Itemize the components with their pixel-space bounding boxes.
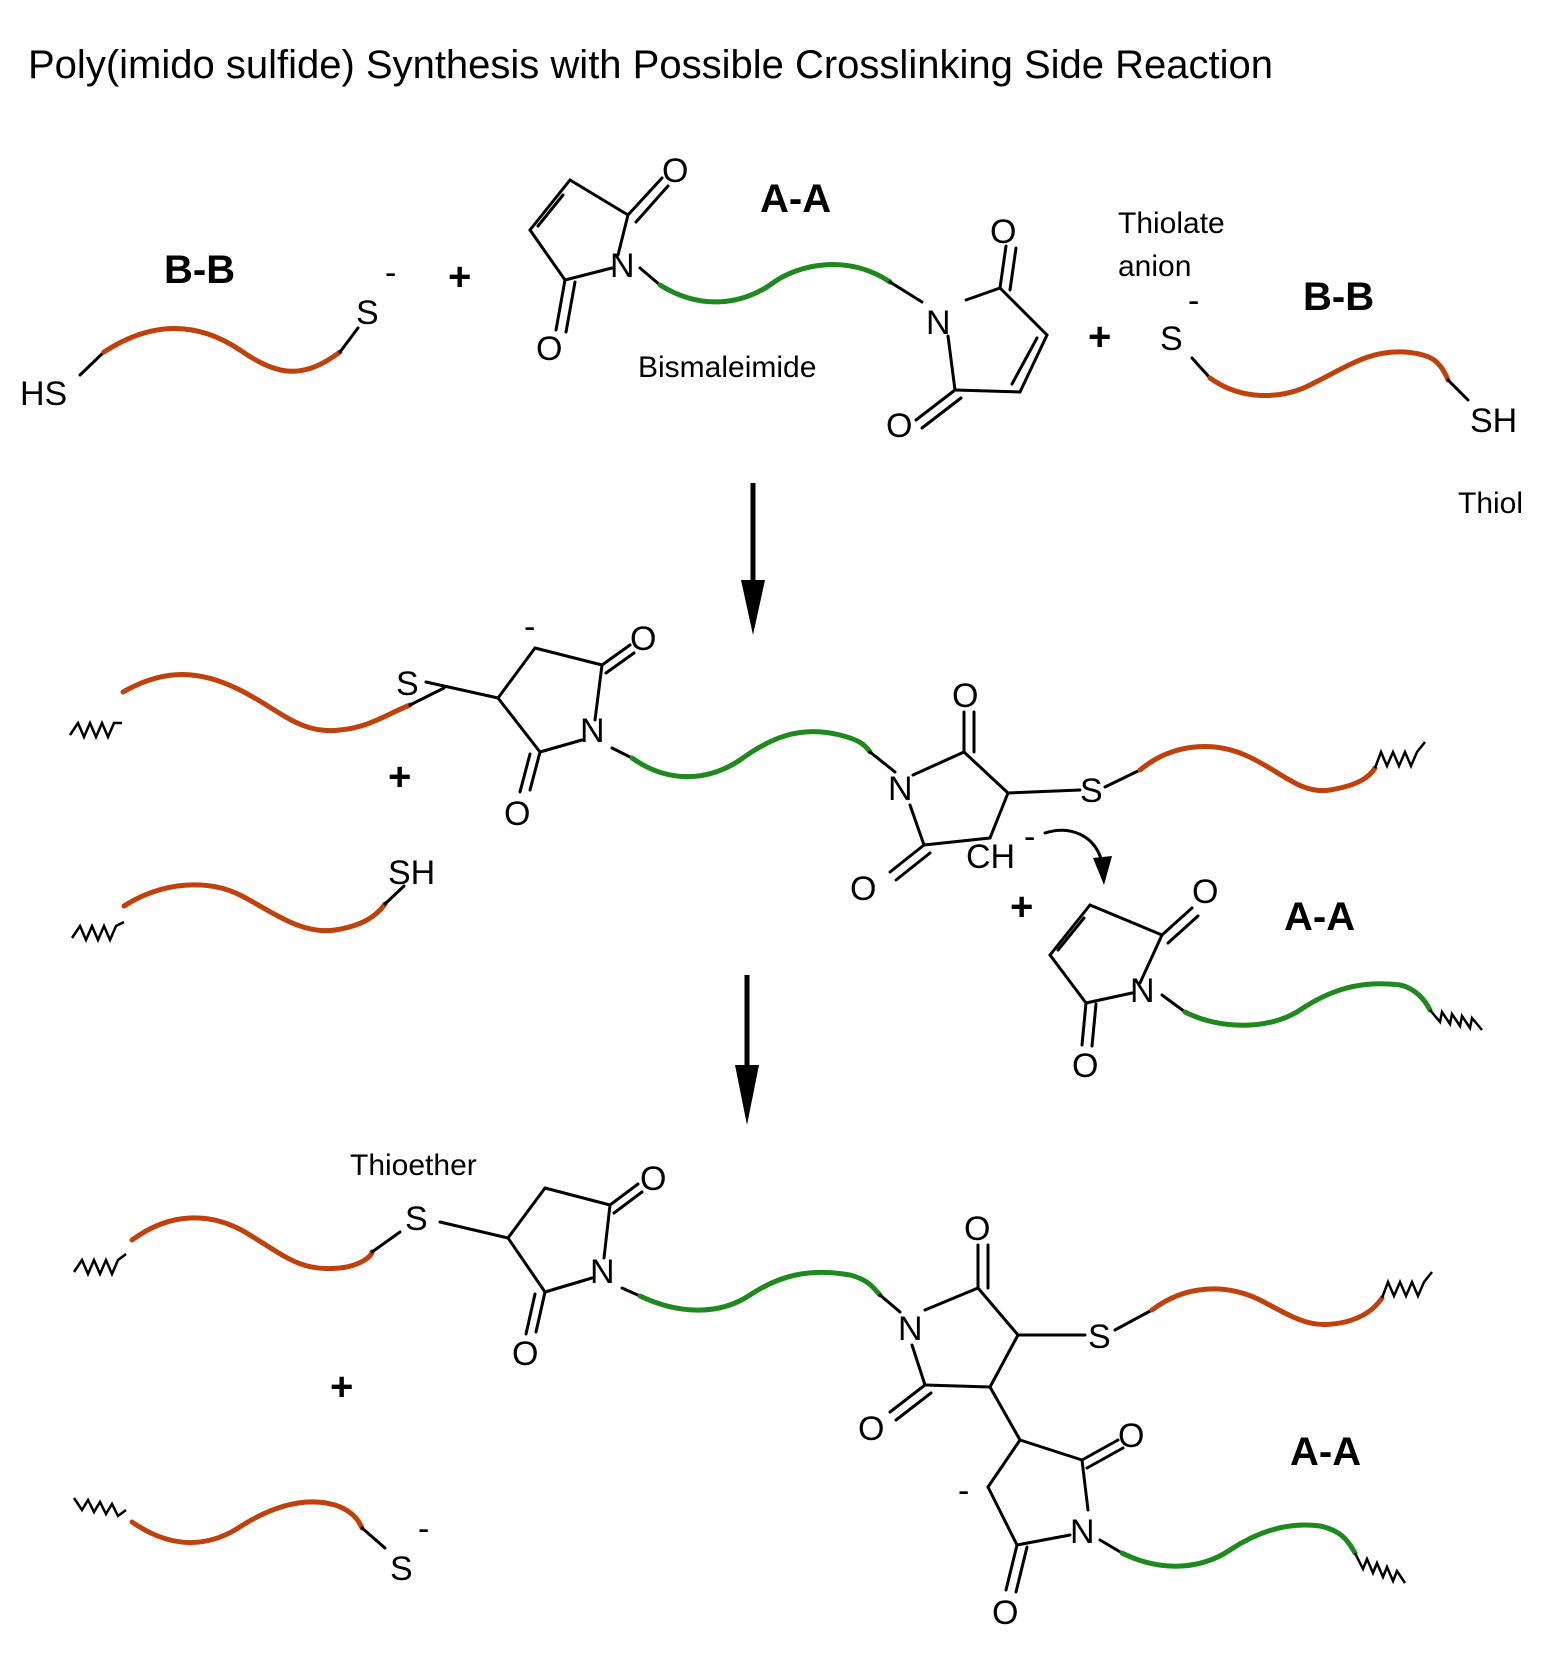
atom-o-12: O bbox=[512, 1335, 538, 1373]
atom-o-10: O bbox=[1072, 1047, 1098, 1085]
label-bb-right: B-B bbox=[1303, 275, 1374, 319]
wavy-end-2 bbox=[1373, 741, 1426, 770]
reaction-arrow-2 bbox=[735, 975, 759, 1125]
bb-chain-bot-2 bbox=[1149, 1286, 1385, 1328]
curved-attack-arrow bbox=[1043, 828, 1112, 885]
aa-chain-bot-1 bbox=[637, 1269, 883, 1313]
atom-o-16: O bbox=[992, 1594, 1018, 1632]
atom-n-4: N bbox=[888, 770, 913, 808]
charge-minus-right: - bbox=[1188, 282, 1199, 320]
wavy-end-3 bbox=[70, 920, 125, 944]
plus-4: + bbox=[1010, 885, 1033, 929]
succinimide-bot-1 bbox=[506, 1182, 644, 1336]
aa-chain-bot-2 bbox=[1119, 1522, 1358, 1569]
label-thiolate-2: anion bbox=[1118, 250, 1191, 283]
bb-chain-mid-1 bbox=[120, 672, 413, 734]
wavy-end-7 bbox=[1353, 1552, 1407, 1585]
atom-s-left: S bbox=[356, 294, 379, 332]
plus-2: + bbox=[1088, 315, 1111, 359]
atom-s-bot-1: S bbox=[405, 1200, 428, 1238]
atom-n-8: N bbox=[1070, 1513, 1095, 1551]
bb-chain-right bbox=[1207, 349, 1451, 398]
maleimide-mid bbox=[1048, 903, 1200, 1048]
atom-o-9: O bbox=[1192, 873, 1218, 911]
bond-chain-s bbox=[338, 326, 360, 354]
atom-s-bot-3: S bbox=[390, 1550, 413, 1588]
atom-o-7: O bbox=[952, 677, 978, 715]
bb-chain-mid-3 bbox=[121, 882, 388, 934]
atom-n-3: N bbox=[580, 712, 605, 750]
charge-minus-mid: - bbox=[524, 608, 535, 646]
wavy-end-4 bbox=[1429, 1008, 1483, 1032]
maleimide-left bbox=[528, 176, 670, 334]
atom-o-1: O bbox=[662, 152, 688, 190]
label-aa-top: A-A bbox=[760, 177, 831, 221]
bb-chain-bot-3 bbox=[129, 1499, 365, 1545]
succinimide-mid-2 bbox=[888, 710, 1082, 882]
atom-n-1: N bbox=[610, 247, 635, 285]
atom-o-2: O bbox=[536, 330, 562, 368]
label-aa-bottom: A-A bbox=[1290, 1430, 1361, 1474]
succinimide-bot-2 bbox=[888, 1243, 1087, 1442]
plus-5: + bbox=[330, 1365, 353, 1409]
bb-chain-bot-1 bbox=[129, 1215, 375, 1272]
atom-o-8: O bbox=[850, 870, 876, 908]
wavy-end-6 bbox=[1380, 1271, 1433, 1300]
atom-o-6: O bbox=[504, 795, 530, 833]
atom-s-bot-2: S bbox=[1088, 1318, 1111, 1356]
atom-o-14: O bbox=[858, 1410, 884, 1448]
label-thioether: Thioether bbox=[350, 1149, 477, 1182]
reaction-arrow-1 bbox=[741, 483, 765, 635]
succinimide-bot-3 bbox=[986, 1438, 1125, 1594]
label-thiolate-1: Thiolate bbox=[1118, 207, 1225, 240]
succinimide-mid-1 bbox=[496, 643, 636, 794]
charge-minus-bot-2: - bbox=[418, 1510, 429, 1548]
atom-s-mid-2: S bbox=[1080, 772, 1103, 810]
plus-3: + bbox=[388, 755, 411, 799]
atom-o-15: O bbox=[1118, 1417, 1144, 1455]
maleimide-right bbox=[914, 244, 1049, 430]
bond-hs-chain bbox=[78, 350, 106, 377]
plus-1: + bbox=[448, 255, 471, 299]
atom-o-11: O bbox=[640, 1160, 666, 1198]
label-thiol: Thiol bbox=[1458, 487, 1523, 520]
charge-minus-bot: - bbox=[958, 1472, 969, 1510]
atom-sh-mid: SH bbox=[388, 854, 435, 892]
bb-chain-left bbox=[101, 326, 343, 374]
label-bb-left: B-B bbox=[164, 248, 235, 292]
bb-chain-mid-2 bbox=[1137, 744, 1378, 794]
aa-chain-mid-1 bbox=[629, 729, 873, 780]
wavy-end-1 bbox=[68, 719, 122, 741]
atom-ch: CH bbox=[966, 838, 1015, 876]
atom-o-13: O bbox=[964, 1210, 990, 1248]
charge-minus-ch: - bbox=[1024, 818, 1035, 856]
atom-o-4: O bbox=[886, 407, 912, 445]
wavy-end-8 bbox=[72, 1497, 127, 1518]
atom-o-3: O bbox=[990, 213, 1016, 251]
charge-minus-left: - bbox=[385, 254, 396, 292]
aa-chain-top bbox=[657, 262, 893, 305]
label-aa-mid: A-A bbox=[1284, 895, 1355, 939]
atom-s-mid-1: S bbox=[396, 665, 419, 703]
atom-sh-right: SH bbox=[1470, 402, 1517, 440]
atom-n-2: N bbox=[926, 304, 951, 342]
atom-hs: HS bbox=[20, 375, 67, 413]
atom-n-5: N bbox=[1130, 972, 1155, 1010]
atom-s-right: S bbox=[1160, 320, 1183, 358]
atom-n-7: N bbox=[898, 1310, 923, 1348]
diagram-title: Poly(imido sulfide) Synthesis with Possi… bbox=[28, 43, 1273, 87]
atom-o-5: O bbox=[630, 620, 656, 658]
atom-n-6: N bbox=[590, 1253, 615, 1291]
wavy-end-5 bbox=[72, 1253, 127, 1278]
aa-chain-mid-2 bbox=[1182, 981, 1433, 1028]
label-bismaleimide: Bismaleimide bbox=[638, 351, 816, 384]
